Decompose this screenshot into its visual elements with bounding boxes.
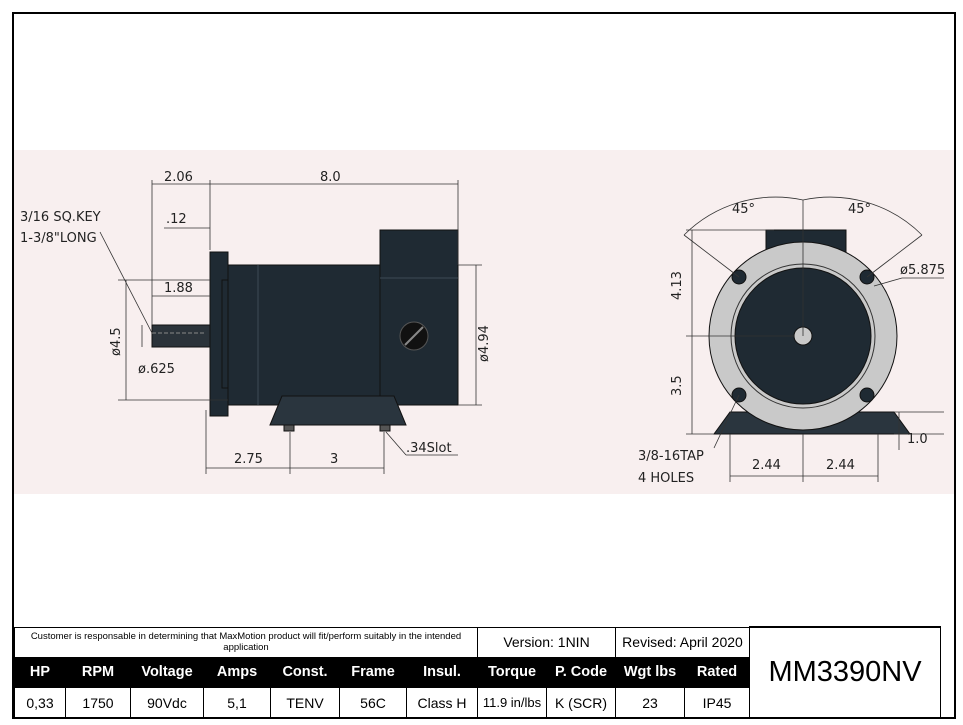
- header-rpm: RPM: [65, 656, 131, 688]
- dim-slot: .34Slot: [406, 441, 452, 456]
- drawing-sheet: [12, 12, 956, 719]
- header-torque: Torque: [477, 656, 547, 688]
- value-torque: 11.9 in/lbs: [477, 686, 547, 719]
- dim-foot-height: 1.0: [907, 432, 928, 447]
- dim-base-a: 2.75: [234, 452, 263, 467]
- value-hp: 0,33: [14, 686, 66, 719]
- bolt-hole-bottom-right: [859, 387, 875, 403]
- header-const: Const.: [270, 656, 340, 688]
- value-const: TENV: [270, 686, 340, 719]
- header-hp: HP: [14, 656, 66, 688]
- disclaimer-note: Customer is responsable in determining t…: [14, 626, 478, 658]
- value-pcode: K (SCR): [546, 686, 616, 719]
- header-rated: Rated: [684, 656, 750, 688]
- motor-base: [269, 395, 407, 426]
- revised-cell: Revised: April 2020: [615, 626, 750, 658]
- header-amps: Amps: [203, 656, 271, 688]
- base-slot-right: [379, 424, 391, 432]
- header-insul: Insul.: [406, 656, 478, 688]
- motor-drawing: 2.06 8.0 3/16 SQ.KEY 1-3/8"LONG .12 1.88…: [14, 150, 954, 494]
- value-voltage: 90Vdc: [130, 686, 204, 719]
- key-spec-line2: 1-3/8"LONG: [20, 231, 97, 246]
- dim-bolt-circle: ø5.875: [900, 263, 945, 278]
- tap-spec-line1: 3/8-16TAP: [638, 449, 704, 464]
- dim-base-b: 3: [330, 452, 338, 467]
- value-rpm: 1750: [65, 686, 131, 719]
- brush-cap-slot: [404, 326, 424, 346]
- value-frame: 56C: [339, 686, 407, 719]
- side-view: [151, 229, 459, 432]
- front-view-dimensions: [683, 196, 944, 482]
- dim-lower-height: 3.5: [670, 375, 685, 396]
- dim-shaft-length: 1.88: [164, 281, 193, 296]
- title-block: Customer is responsable in determining t…: [14, 626, 941, 719]
- tap-spec-line2: 4 HOLES: [638, 471, 694, 486]
- dim-half-width-a: 2.44: [752, 458, 781, 473]
- angle-left: 45°: [732, 202, 755, 217]
- dim-upper-height: 4.13: [670, 271, 685, 300]
- dim-shaft-extension: 2.06: [164, 170, 193, 185]
- dim-pilot-diameter: ø4.5: [109, 327, 124, 356]
- dim-overall-length: 8.0: [320, 170, 341, 185]
- value-amps: 5,1: [203, 686, 271, 719]
- value-rated: IP45: [684, 686, 750, 719]
- terminal-box: [379, 229, 459, 406]
- model-number: MM3390NV: [749, 626, 941, 719]
- shaft: [151, 324, 211, 348]
- value-weight: 23: [615, 686, 685, 719]
- front-view: [708, 229, 911, 435]
- header-voltage: Voltage: [130, 656, 204, 688]
- angle-right: 45°: [848, 202, 871, 217]
- header-frame: Frame: [339, 656, 407, 688]
- dim-body-diameter: ø4.94: [477, 325, 492, 362]
- value-insul: Class H: [406, 686, 478, 719]
- dim-flange-thickness: .12: [166, 212, 187, 227]
- base-slot-left: [283, 424, 295, 432]
- key-spec-line1: 3/16 SQ.KEY: [20, 210, 101, 225]
- header-weight: Wgt lbs: [615, 656, 685, 688]
- side-view-dimensions: [99, 180, 482, 474]
- header-pcode: P. Code: [546, 656, 616, 688]
- dim-half-width-b: 2.44: [826, 458, 855, 473]
- dim-shaft-diameter: ø.625: [138, 362, 175, 377]
- version-cell: Version: 1NIN: [477, 626, 616, 658]
